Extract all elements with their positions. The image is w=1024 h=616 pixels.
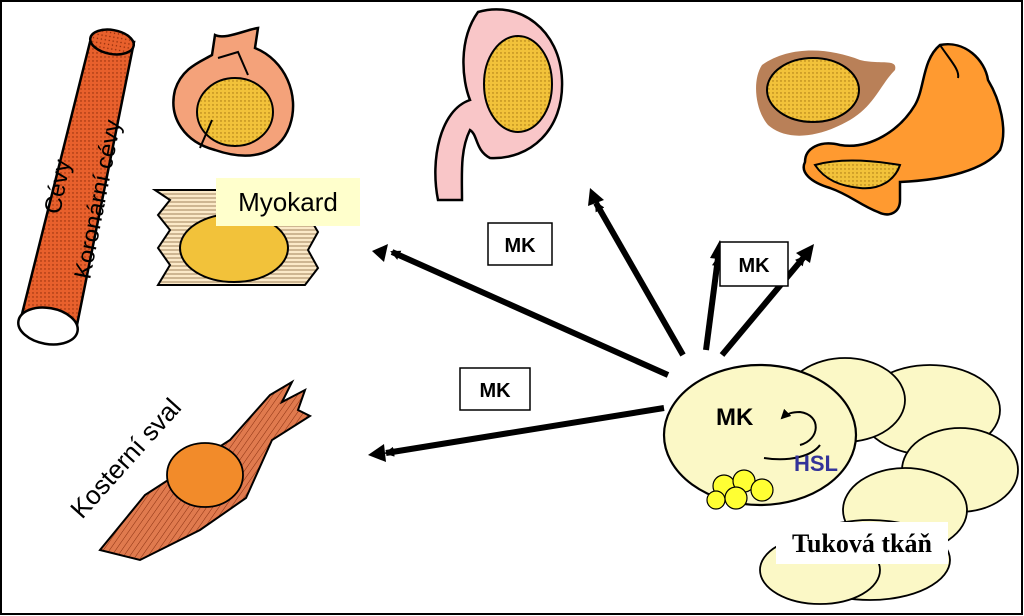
adipose-label-box	[776, 522, 948, 564]
arrow-to-myocardium	[390, 249, 670, 378]
hsl-label: HSL	[794, 451, 838, 476]
arrow-to-liver	[703, 256, 722, 351]
arrowhead-kidney	[588, 188, 604, 206]
myocardium-label-box	[216, 178, 360, 226]
transport-arrows	[384, 201, 807, 457]
mk-label-kidney: MK	[504, 235, 536, 257]
arrowhead-skeletal-muscle	[368, 444, 386, 462]
adipose-tissue-icon	[662, 357, 1019, 605]
arrowhead-stomach	[796, 244, 814, 263]
liver-icon	[756, 50, 896, 136]
arrowhead-myocardium	[372, 244, 388, 262]
mk-label-muscle: MK	[479, 380, 511, 402]
mk-label-liver: MK	[738, 255, 770, 277]
arrow-to-kidney	[593, 201, 686, 357]
arrow-to-stomach	[719, 255, 807, 357]
mk-box-kidney	[487, 222, 553, 266]
adipose-fatty-acids-label: MK	[716, 404, 754, 431]
vessel-icon	[17, 28, 136, 346]
mk-box-muscle	[459, 367, 531, 411]
adipose-tissue-label: Tuková tkáň	[792, 529, 932, 558]
myocardium-label: Myokard	[238, 187, 338, 217]
heart-icon	[172, 26, 295, 157]
stomach-icon	[802, 42, 1005, 216]
kidney-icon	[434, 8, 564, 202]
arrow-to-skeletal-muscle	[384, 405, 665, 457]
mk-box-liver	[719, 241, 789, 287]
skeletal-muscle-icon	[98, 379, 313, 562]
